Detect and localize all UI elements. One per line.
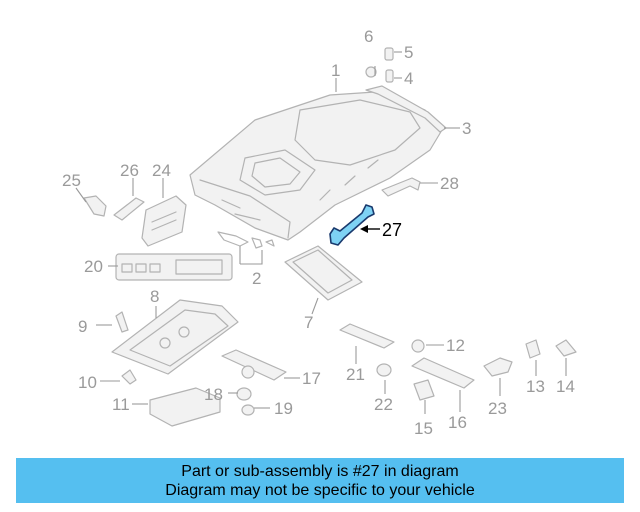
sunroof-panel-part xyxy=(284,245,363,301)
overhead-module-part xyxy=(111,299,239,375)
callout-26: 26 xyxy=(120,161,139,180)
callout-25: 25 xyxy=(62,171,81,190)
info-banner: Part or sub-assembly is #27 in diagram D… xyxy=(16,458,624,503)
callout-19: 19 xyxy=(274,399,293,418)
roof-rail-part xyxy=(365,85,447,133)
callout-11: 11 xyxy=(112,395,130,414)
grab-handle-part xyxy=(381,177,421,197)
leader-lines xyxy=(75,51,567,414)
callout-1: 1 xyxy=(331,61,340,80)
banner-line-1: Part or sub-assembly is #27 in diagram xyxy=(181,462,459,480)
callout-10: 10 xyxy=(78,373,97,392)
storage-box-part xyxy=(149,387,221,427)
fasteners-part xyxy=(365,47,394,83)
misc-parts-right xyxy=(483,339,577,377)
overhead-console-part xyxy=(115,253,233,281)
small-bracket-parts xyxy=(115,311,137,385)
clips-part xyxy=(217,231,275,249)
callout-13: 13 xyxy=(526,377,545,396)
callout-2: 2 xyxy=(252,269,261,288)
callout-14: 14 xyxy=(556,377,575,396)
callout-27: 27 xyxy=(382,220,402,240)
callout-22: 22 xyxy=(374,395,393,414)
leader-27 xyxy=(360,225,380,233)
callout-5: 5 xyxy=(404,43,413,62)
callout-9: 9 xyxy=(78,317,87,336)
callout-24: 24 xyxy=(152,161,171,180)
headliner-part xyxy=(189,91,443,241)
strip-and-cap-parts xyxy=(339,323,395,377)
callout-28: 28 xyxy=(440,174,459,193)
callout-6: 6 xyxy=(364,27,373,46)
callout-21: 21 xyxy=(346,365,365,384)
sun-visor-part xyxy=(83,195,187,247)
banner-line-2: Diagram may not be specific to your vehi… xyxy=(165,481,475,499)
callout-16: 16 xyxy=(448,413,467,432)
pad-and-buttons-parts xyxy=(221,349,287,416)
callout-17: 17 xyxy=(302,369,321,388)
callout-23: 23 xyxy=(488,399,507,418)
callout-3: 3 xyxy=(462,119,471,138)
callout-12: 12 xyxy=(446,336,465,355)
callout-20: 20 xyxy=(84,257,103,276)
callout-7: 7 xyxy=(304,313,313,332)
callout-18: 18 xyxy=(204,385,223,404)
callout-4: 4 xyxy=(404,69,413,88)
highlighted-grab-handle-27[interactable] xyxy=(329,204,375,246)
callout-15: 15 xyxy=(414,419,433,438)
callout-labels: 1 2 3 4 5 6 7 8 9 10 11 12 13 14 15 16 1… xyxy=(62,27,575,438)
callout-8: 8 xyxy=(150,287,159,306)
trim-parts-right xyxy=(411,339,475,401)
